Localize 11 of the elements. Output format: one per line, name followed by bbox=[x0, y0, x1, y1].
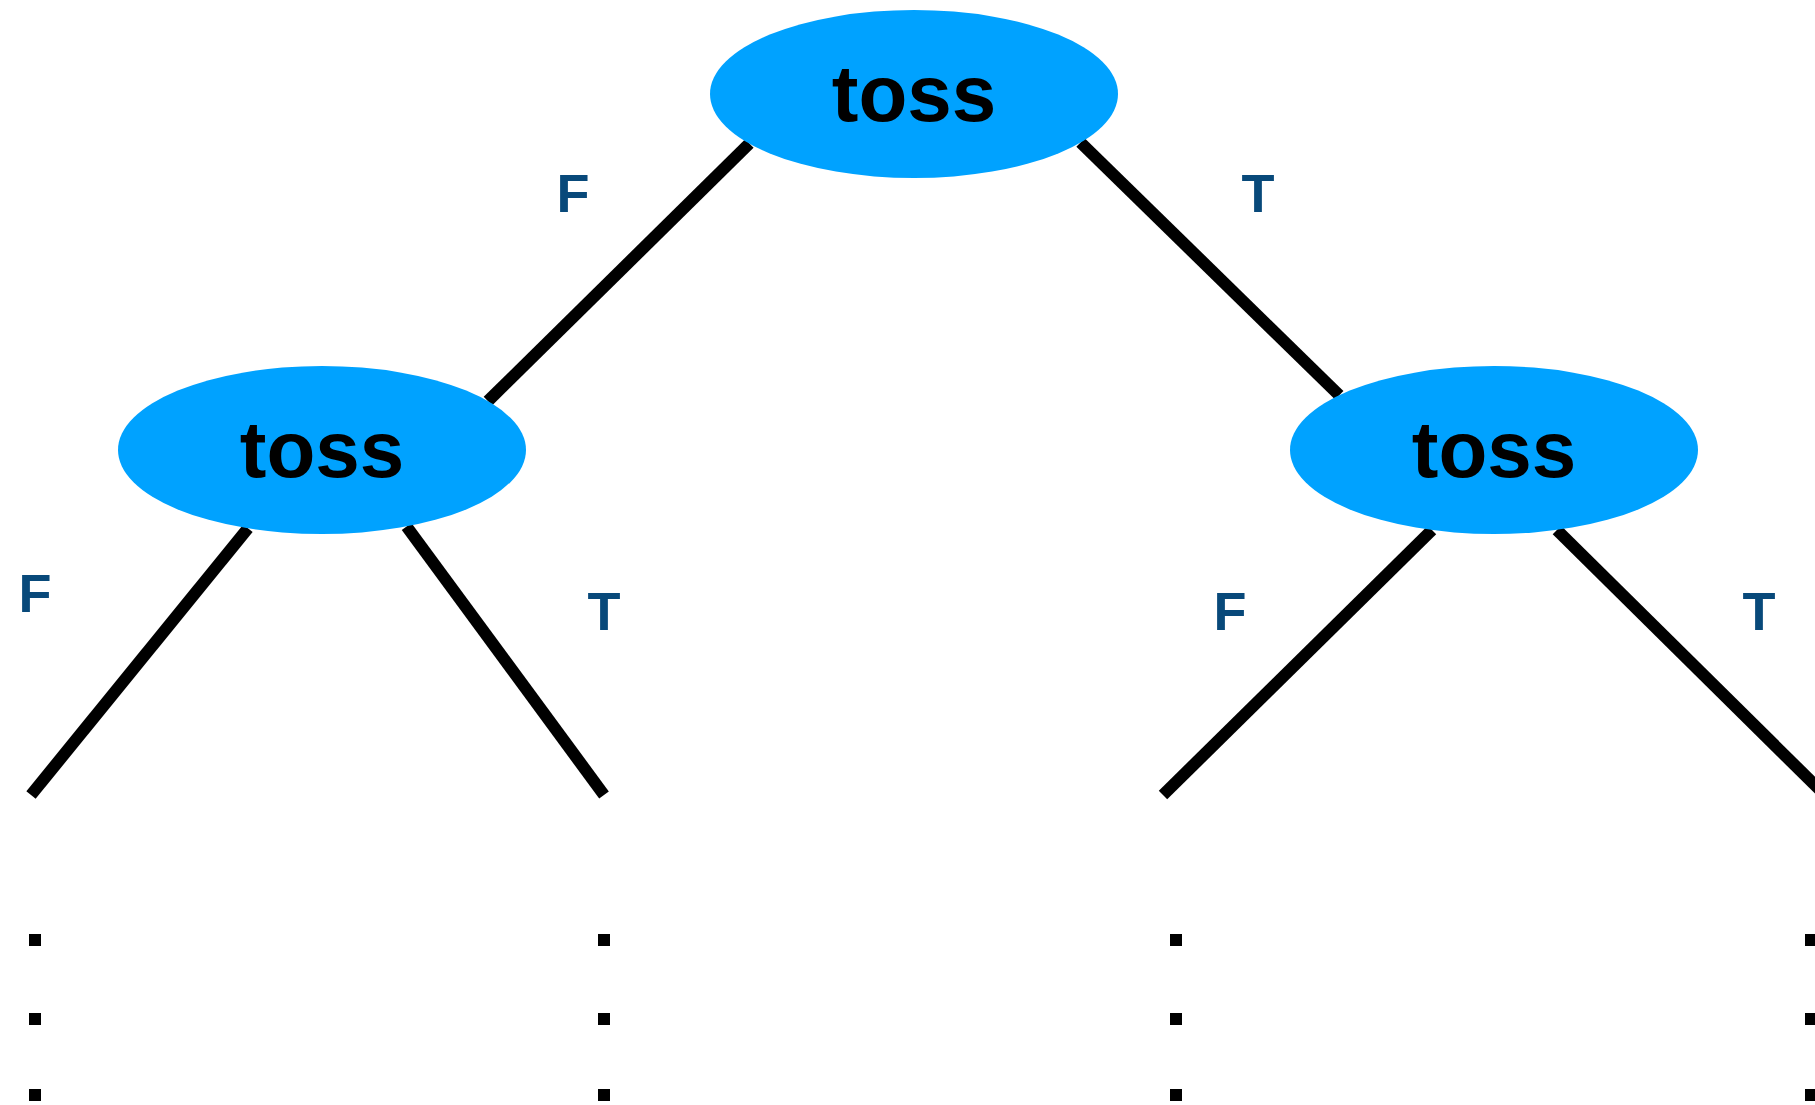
edge-label: T bbox=[587, 584, 621, 638]
node-label: toss bbox=[239, 410, 405, 490]
node-label: toss bbox=[1411, 410, 1577, 490]
node-label: toss bbox=[831, 54, 997, 134]
edge-label: F bbox=[18, 566, 52, 620]
branch-line bbox=[1076, 138, 1344, 400]
edge-label: F bbox=[556, 166, 590, 220]
branch-line bbox=[483, 139, 754, 406]
edge-label: T bbox=[1742, 584, 1776, 638]
edge-label: T bbox=[1241, 166, 1275, 220]
edge-label: F bbox=[1213, 584, 1247, 638]
